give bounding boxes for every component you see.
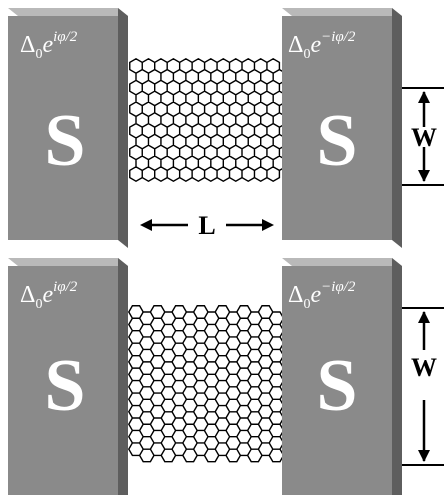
length-dimension: L [140, 211, 274, 240]
arrow-down-head [418, 450, 430, 462]
arrow-down-head [418, 170, 430, 182]
arrow-up-head [418, 91, 430, 103]
arrow-right-head [262, 219, 274, 231]
potential-label: Δ0eiφ/2 [20, 29, 78, 62]
graphene-lattice-top [129, 57, 287, 183]
right-electrode-top: Δ0e−iφ/2 S [282, 8, 402, 248]
electrode-front-face [8, 266, 118, 495]
superconductor-symbol: S [44, 345, 85, 427]
electrode-side-face [118, 258, 128, 495]
electrode-side-face [118, 8, 128, 248]
graphene-lattice-bottom [127, 305, 285, 463]
superconductor-symbol: S [44, 100, 85, 182]
electrode-front-face [282, 16, 392, 240]
hexagon-lattice [129, 57, 287, 183]
electrode-top-face [8, 8, 128, 16]
electrode-front-face [8, 16, 118, 240]
electrode-side-face [392, 258, 402, 495]
top-panel: Δ0eiφ/2 S Δ0e−iφ/2 S W L [8, 8, 444, 248]
right-electrode-bottom: Δ0e−iφ/2 S [282, 258, 402, 495]
electrode-front-face [282, 266, 392, 495]
potential-label: Δ0e−iφ/2 [288, 279, 356, 312]
left-electrode-bottom: Δ0eiφ/2 S [8, 258, 128, 495]
arrow-up-head [418, 311, 430, 323]
electrode-top-face [282, 8, 402, 16]
bottom-panel: Δ0eiφ/2 S Δ0e−iφ/2 S W [8, 258, 444, 495]
width-dimension-bottom: W [402, 307, 444, 466]
electrode-top-face [282, 258, 402, 266]
superconductor-symbol: S [316, 345, 357, 427]
arrow-left-head [140, 219, 152, 231]
width-label: W [411, 353, 437, 382]
superconductor-symbol: S [316, 100, 357, 182]
width-label: W [411, 123, 437, 152]
hexagon-lattice [127, 305, 285, 463]
potential-label: Δ0eiφ/2 [20, 279, 78, 312]
width-dimension-top: W [402, 87, 444, 186]
electrode-side-face [392, 8, 402, 248]
length-label: L [198, 211, 215, 240]
electrode-top-face [8, 258, 128, 266]
left-electrode-top: Δ0eiφ/2 S [8, 8, 128, 248]
potential-label: Δ0e−iφ/2 [288, 29, 356, 62]
